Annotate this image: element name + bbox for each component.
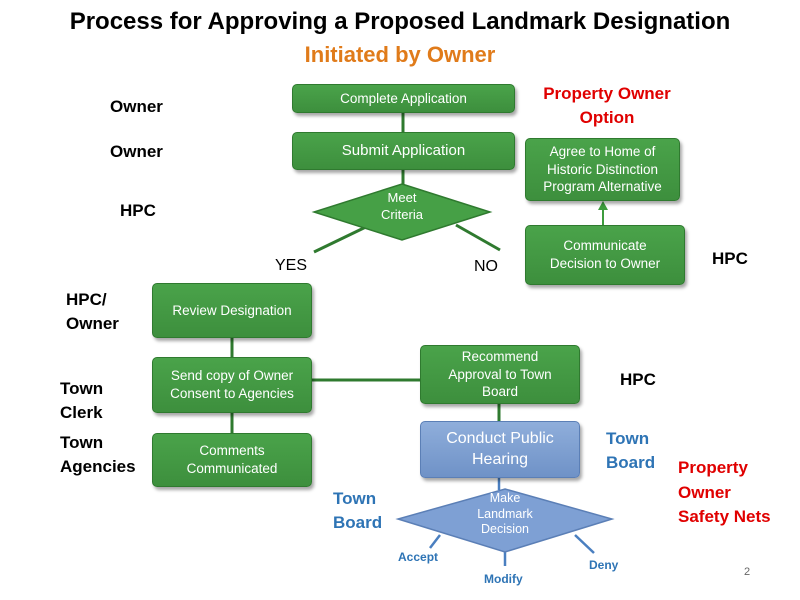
no-branch-label: NO <box>474 258 498 275</box>
outcome-accept: Accept <box>398 550 439 564</box>
outcome-modify: Modify <box>484 572 523 586</box>
role-owner-1: Owner <box>110 97 163 116</box>
role-hpc-2: HPC <box>620 370 656 389</box>
page-subtitle: Initiated by Owner <box>304 42 496 67</box>
connector-accept <box>429 534 441 549</box>
complete-application-box: Complete Application <box>292 84 515 113</box>
submit-application-box: Submit Application <box>292 132 515 170</box>
page-title: Process for Approving a Proposed Landmar… <box>69 8 731 35</box>
connector-criteria-yes <box>313 223 371 254</box>
review-designation-box: Review Designation <box>152 283 312 338</box>
arrowhead-agree <box>598 201 608 210</box>
connector-deny <box>574 534 595 554</box>
page-number: 2 <box>744 566 751 578</box>
yes-branch-label: YES <box>275 257 308 274</box>
role-owner-2: Owner <box>110 142 163 161</box>
connector-criteria-no <box>455 223 501 252</box>
landmark-decision-diamond <box>395 488 615 553</box>
role-hpc-1: HPC <box>120 201 156 220</box>
meet-criteria-diamond <box>311 183 493 241</box>
role-hpc-owner: HPC/Owner <box>66 290 119 333</box>
outcome-deny: Deny <box>589 558 619 572</box>
role-hpc-3: HPC <box>712 249 748 268</box>
